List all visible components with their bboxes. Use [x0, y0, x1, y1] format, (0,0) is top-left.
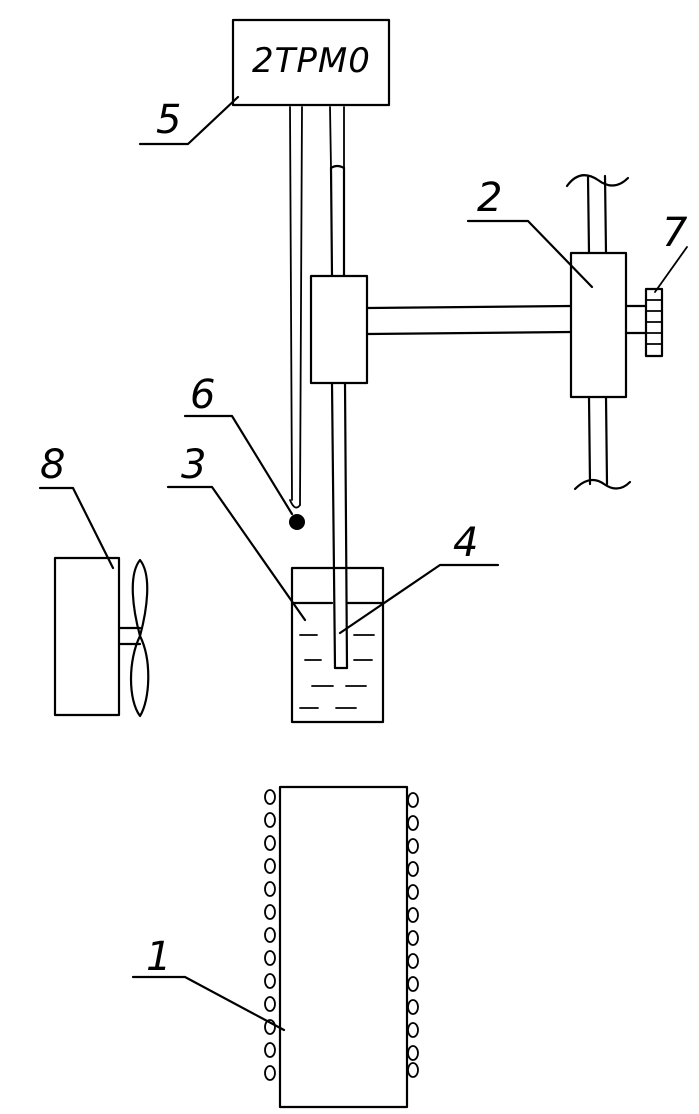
- adjusting-screw: [624, 287, 664, 358]
- stand-column: [565, 174, 632, 491]
- controller-cable: [329, 106, 345, 169]
- temperature-sensor: [289, 514, 305, 530]
- heater: [264, 785, 419, 1109]
- liquid-vessel: [290, 566, 385, 724]
- heater-coil-left: [264, 789, 276, 1081]
- clamp-block: [569, 251, 628, 399]
- leader-lines: [38, 95, 688, 1032]
- horizontal-arm: [365, 304, 573, 336]
- heater-coil-right: [407, 792, 419, 1078]
- sample-rod: [329, 164, 349, 670]
- controller-unit: 2ТРМ0: [231, 18, 391, 107]
- label-fan: 8: [40, 442, 65, 488]
- slide-block: [309, 274, 369, 385]
- label-clamp: 2: [477, 175, 502, 221]
- sensor-cable: [289, 106, 303, 509]
- label-heater: 1: [146, 934, 171, 980]
- label-sensor: 6: [190, 372, 215, 418]
- label-vessel: 3: [181, 442, 206, 488]
- label-screw: 7: [662, 210, 688, 256]
- label-sample: 4: [453, 520, 478, 566]
- fan: [53, 556, 150, 718]
- label-controller: 5: [156, 97, 181, 143]
- controller-label: 2ТРМ0: [252, 41, 371, 81]
